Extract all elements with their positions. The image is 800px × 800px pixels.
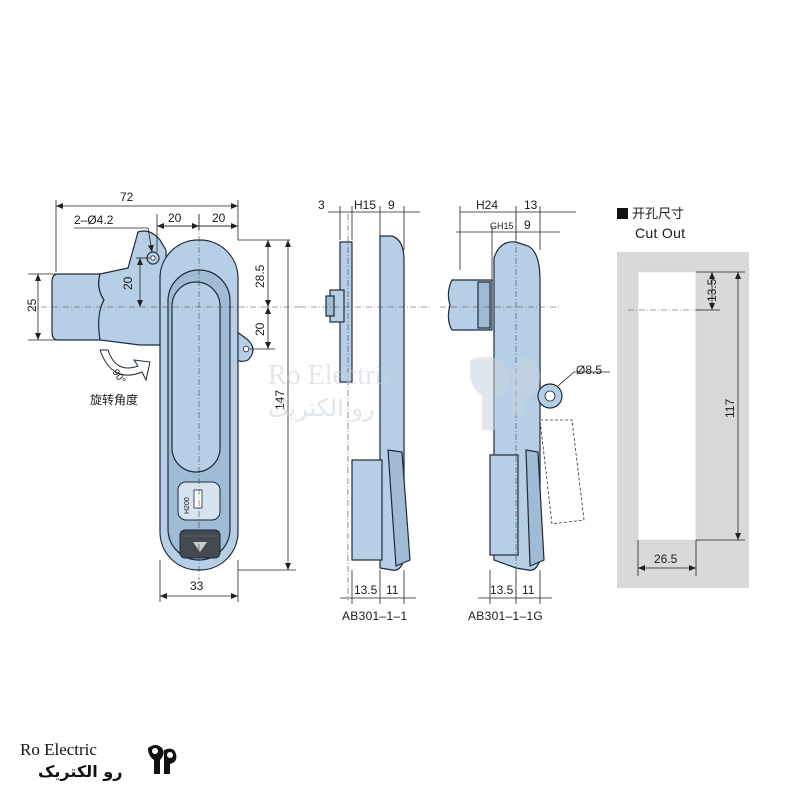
dim-gh15: GH15 — [490, 221, 514, 231]
brand-footer: Ro Electric رو الکتریک — [18, 738, 188, 786]
dim-28-5: 28.5 — [253, 264, 267, 288]
rotation-arrow-icon — [99, 349, 151, 382]
dim-13-5-b: 13.5 — [490, 583, 514, 597]
watermark: Ro Electric رو الکتریک — [268, 356, 540, 430]
side-view-1: 3 H15 9 13.5 11 AB301–1–1 — [300, 198, 430, 623]
dim-h24: H24 — [476, 198, 498, 212]
dim-20-right: 20 — [253, 322, 267, 336]
cutout-title-cn: 开孔尺寸 — [632, 207, 684, 222]
model-label-1: AB301–1–1 — [342, 609, 407, 623]
lock-code: H200 — [184, 497, 191, 514]
dim-holes: 2–Ø4.2 — [74, 213, 114, 227]
dim-20-b: 20 — [212, 211, 226, 225]
dim-25: 25 — [25, 298, 39, 312]
dim-33: 33 — [190, 579, 204, 593]
side-view-2: H24 13 GH15 9 Ø8.5 13.5 11 AB301–1–1G — [440, 198, 610, 623]
dim-11-b: 11 — [522, 583, 535, 597]
brand-name-en: Ro Electric — [20, 740, 97, 759]
cutout-marker — [617, 208, 628, 219]
dim-13-5-a: 13.5 — [354, 583, 378, 597]
dim-h15: H15 — [354, 198, 376, 212]
cutout-title-en: Cut Out — [635, 225, 685, 241]
watermark-en: Ro Electric — [268, 360, 395, 391]
dim-20-a: 20 — [168, 211, 182, 225]
dim-147: 147 — [273, 390, 287, 410]
dim-cutout-117: 117 — [723, 399, 737, 418]
dim-11-a: 11 — [386, 583, 399, 597]
padlock-shadow — [539, 419, 585, 525]
dim-72: 72 — [120, 190, 134, 204]
brand-logo-icon — [144, 740, 180, 780]
dim-hole-8-5: Ø8.5 — [576, 363, 602, 377]
dim-13: 13 — [524, 198, 538, 212]
handle-lever — [171, 281, 221, 473]
dim-9-b: 9 — [524, 218, 531, 232]
watermark-logo — [470, 356, 540, 430]
dim-cutout-13-5: 13.5 — [705, 278, 719, 302]
dim-3: 3 — [318, 198, 325, 212]
dim-9: 9 — [388, 198, 395, 212]
model-label-2: AB301–1–1G — [468, 609, 543, 623]
dim-cutout-26-5: 26.5 — [654, 552, 678, 566]
brand-name-fa: رو الکتریک — [38, 762, 123, 781]
front-view: H200 72 20 20 2–Ø4.2 20 25 28.5 — [25, 190, 300, 602]
rotation-label: 旋转角度 — [90, 392, 138, 407]
cutout-hole — [637, 271, 697, 541]
dim-20-vertical: 20 — [121, 276, 135, 290]
cutout-panel: 开孔尺寸 Cut Out 13.5 117 26.5 — [617, 207, 749, 588]
watermark-fa: رو الکتریک — [268, 394, 375, 422]
